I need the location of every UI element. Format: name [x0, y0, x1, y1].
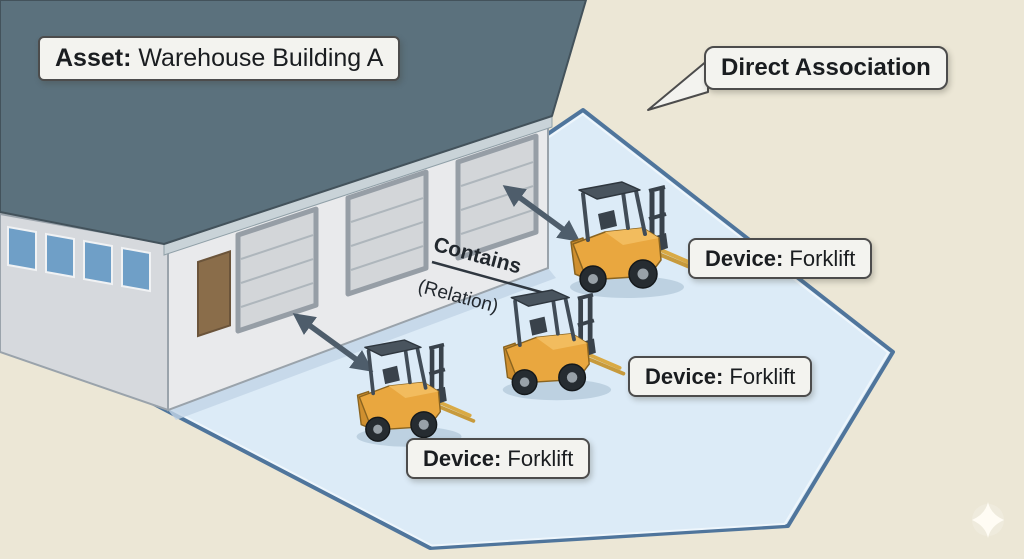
association-label-text: Direct Association	[721, 54, 931, 81]
asset-label-text: Warehouse Building A	[131, 44, 384, 72]
relation-line	[431, 260, 549, 296]
garage-door	[235, 206, 319, 334]
window-icon	[45, 232, 75, 279]
association-label: Direct Association	[704, 46, 948, 90]
device-label-text: Forklift	[501, 446, 574, 471]
association-pointer	[647, 59, 709, 111]
entry-door	[197, 250, 231, 338]
sparkle-icon	[972, 502, 1004, 538]
warehouse-illustration	[0, 0, 587, 412]
garage-door-slats	[240, 234, 314, 308]
device-label: Device: Forklift	[688, 238, 873, 280]
device-label-prefix: Device:	[645, 364, 724, 389]
device-label-prefix: Device:	[705, 246, 784, 271]
garage-door-slats	[350, 197, 424, 271]
window-icon	[83, 239, 113, 286]
double-arrow-icon	[502, 185, 581, 242]
device-label-prefix: Device:	[423, 446, 502, 471]
device-label: Device: Forklift	[406, 438, 591, 480]
asset-label-prefix: Asset:	[55, 44, 132, 72]
warehouse-windows	[7, 225, 151, 293]
device-label-text: Forklift	[723, 364, 796, 389]
asset-label: Asset: Warehouse Building A	[38, 36, 401, 81]
double-arrow-icon	[292, 313, 374, 372]
window-icon	[121, 246, 151, 293]
device-label-text: Forklift	[783, 246, 856, 271]
device-label: Device: Forklift	[628, 356, 813, 398]
garage-door	[345, 169, 429, 297]
window-icon	[7, 225, 37, 272]
